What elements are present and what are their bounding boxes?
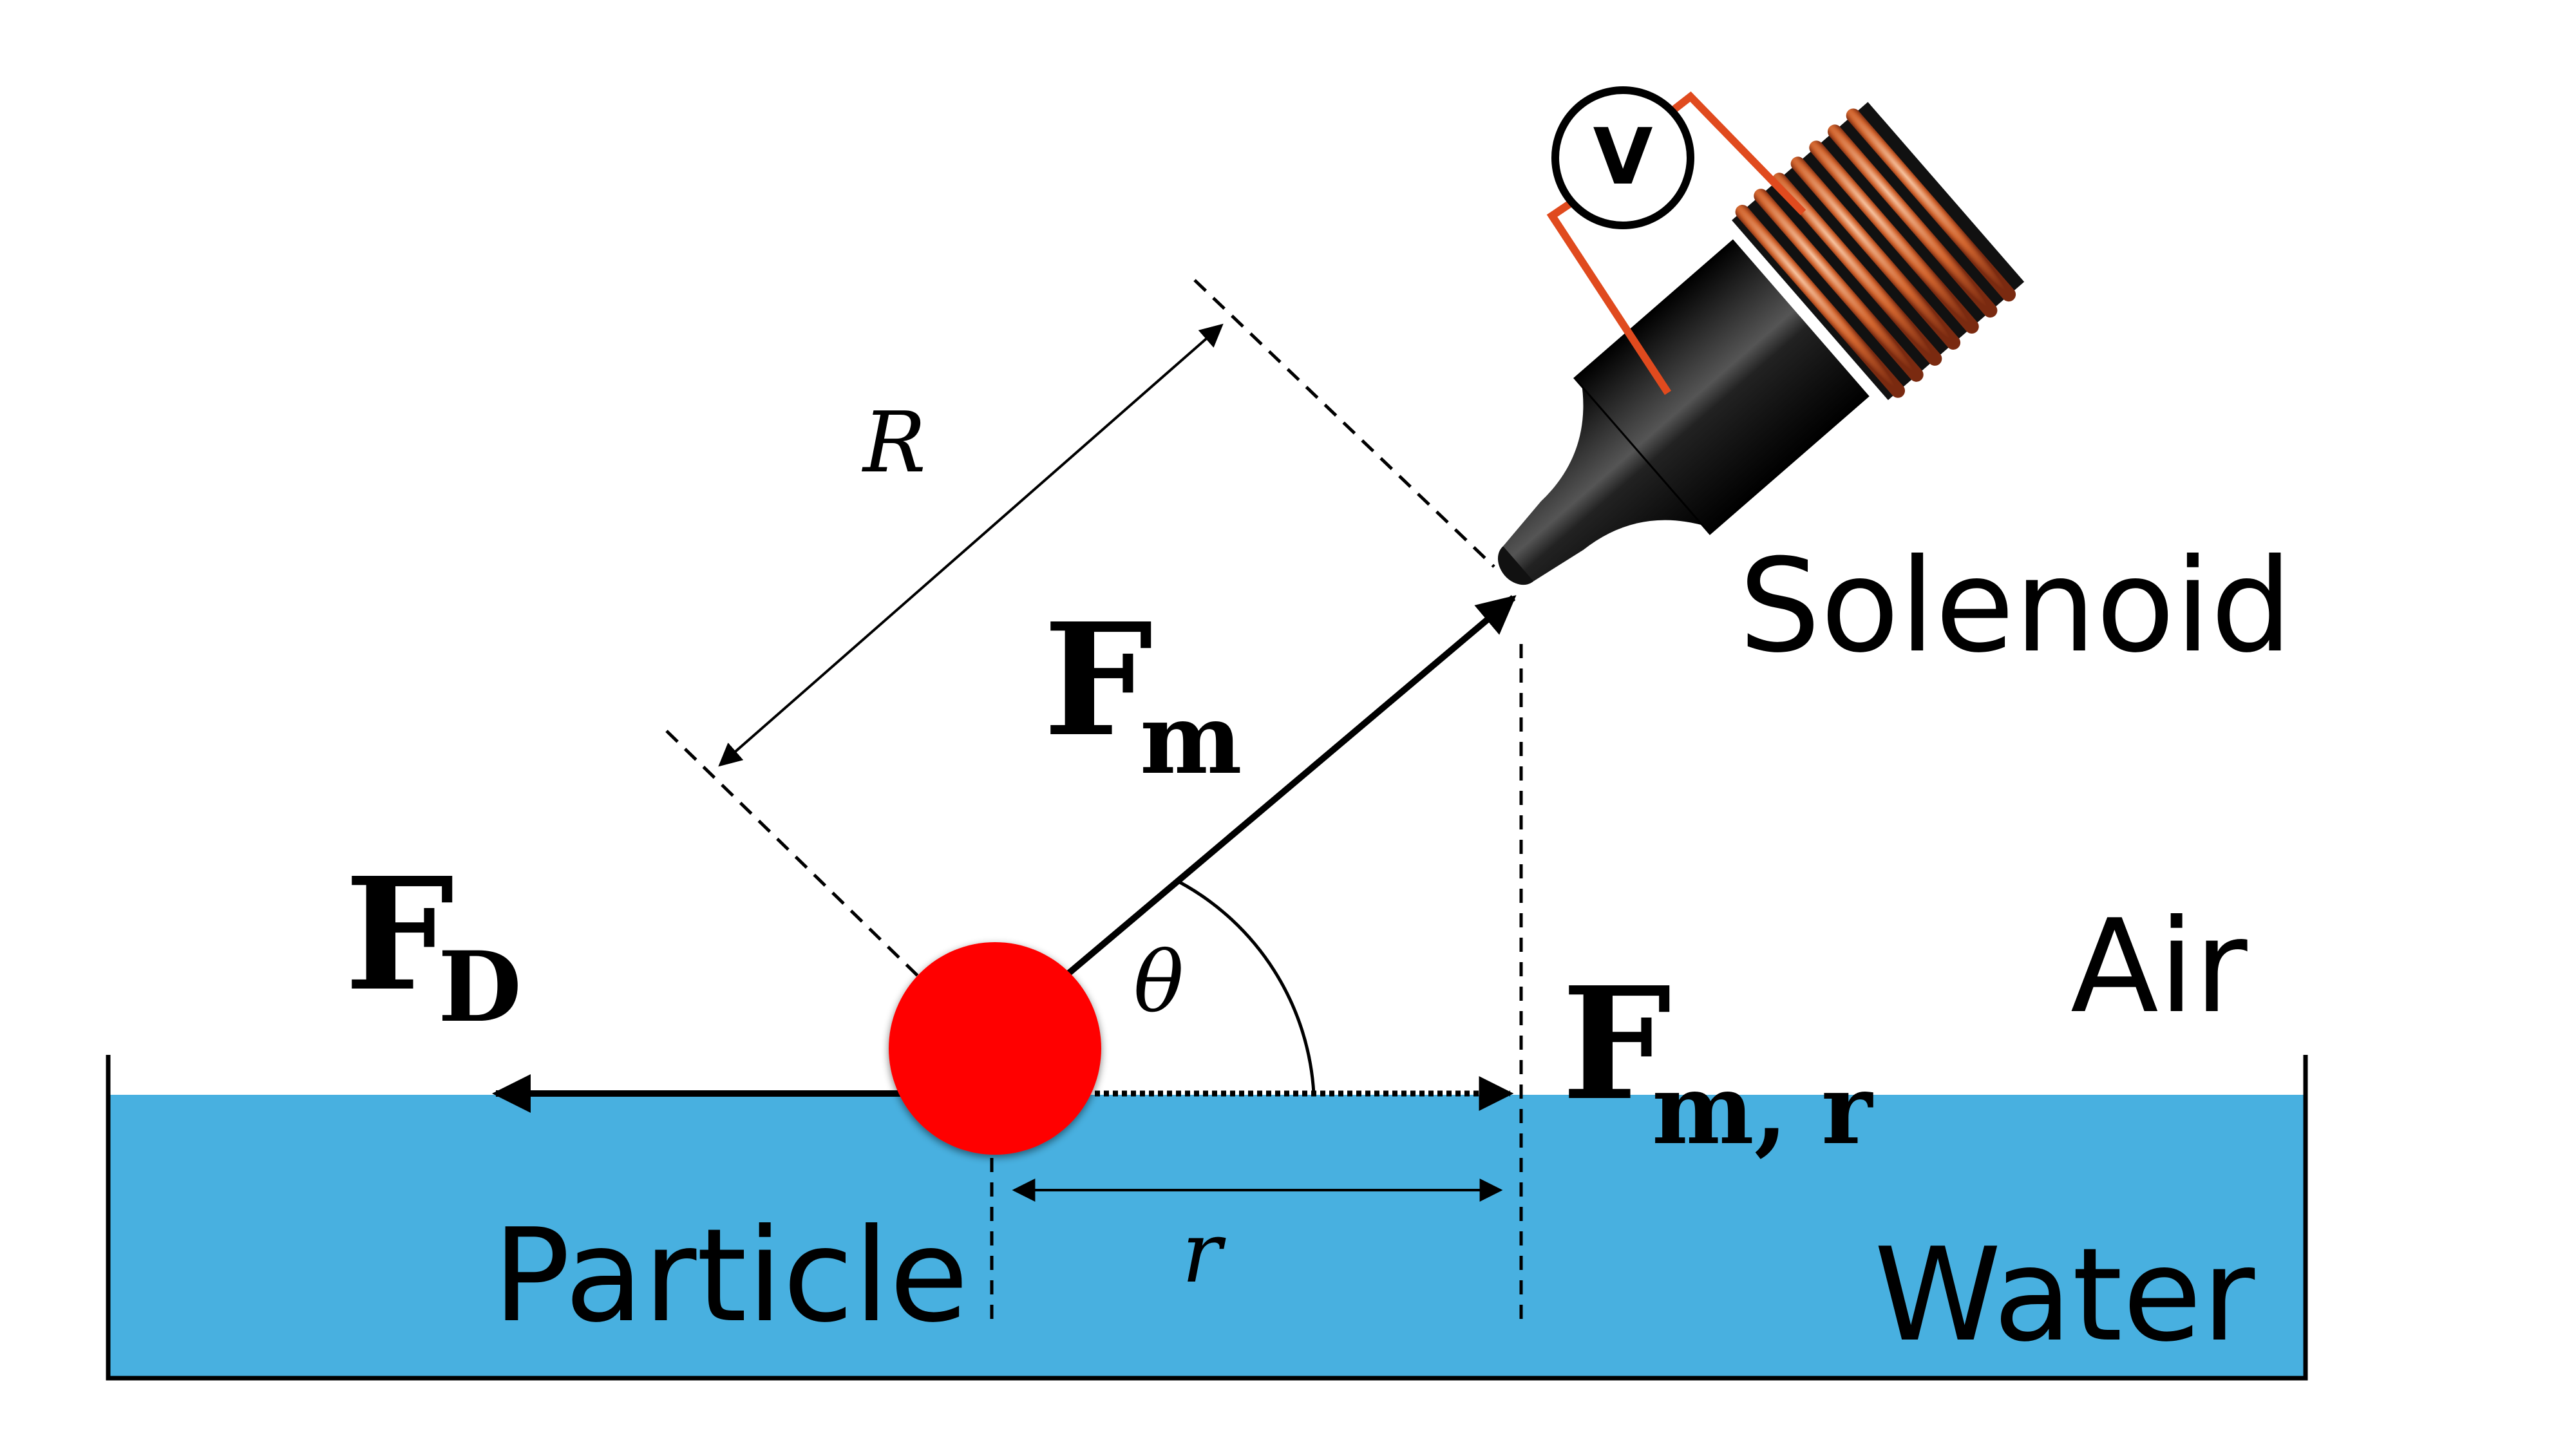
theta-label: θ <box>1133 933 1184 1031</box>
water-body <box>108 1095 2306 1378</box>
R-label: R <box>862 393 926 491</box>
Fm-label-subscript: m <box>1140 683 1242 796</box>
guide-dashed-upper-right <box>1193 279 1495 568</box>
Fm-label: F m <box>1043 589 1242 796</box>
r-label: r <box>1182 1204 1226 1302</box>
Fm-force-arrow <box>1063 595 1517 978</box>
voltmeter-label: V <box>1593 113 1653 202</box>
air-label: Air <box>2070 892 2248 1042</box>
Fmr-label: F m, r <box>1562 953 1873 1166</box>
particle-sphere <box>889 942 1101 1155</box>
solenoid-icon <box>1497 102 2025 585</box>
Fm-label-main: F <box>1043 589 1153 771</box>
guide-dashed-upper-left <box>665 730 922 980</box>
particle-label: Particle <box>493 1201 969 1351</box>
theta-angle-arc <box>1179 880 1316 1094</box>
Fmr-label-main: F <box>1562 953 1671 1135</box>
FD-label-subscript: D <box>438 931 522 1044</box>
R-dimension-arrow <box>718 323 1224 767</box>
FD-label: F D <box>345 844 522 1044</box>
voltmeter-icon: V <box>1551 86 1694 229</box>
Fmr-label-subscript: m, r <box>1652 1053 1873 1166</box>
solenoid-label: Solenoid <box>1739 531 2293 681</box>
water-label: Water <box>1874 1220 2255 1370</box>
tank-outline <box>106 1055 2308 1381</box>
FD-label-main: F <box>345 844 454 1025</box>
